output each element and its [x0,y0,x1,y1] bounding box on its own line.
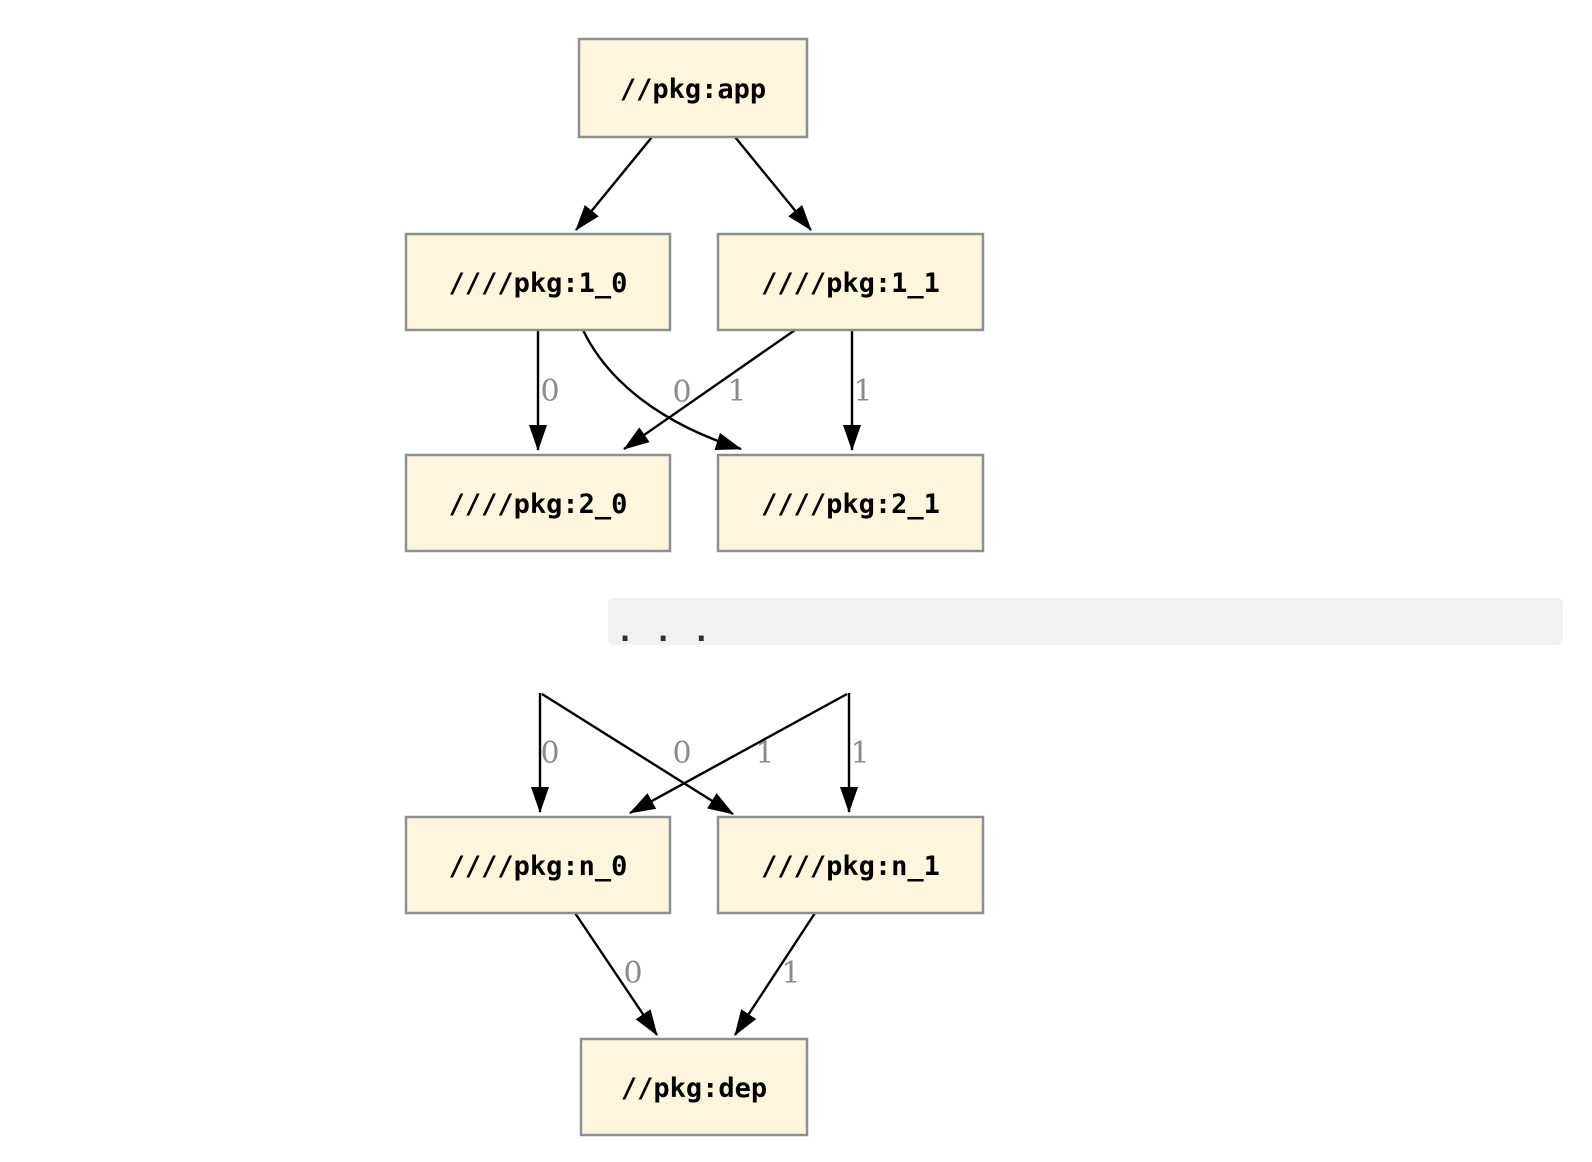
node-app-label: //pkg:app [620,74,766,105]
node-n_1-box [716,815,985,915]
edge-...-to-n_0 [629,692,848,815]
edge-label-n_1-to-dep: 1 [781,956,800,991]
node-1_1: ////pkg:1_1 [716,232,985,332]
edge-label-1_1-to-2_0: 1 [727,374,746,409]
edge-app-to-1_1 [734,136,812,231]
node-app-box [577,37,809,139]
edge-label-n_0-to-dep: 0 [623,956,642,991]
nodes-layer: //pkg:app ////pkg:1_0 ////pkg:1_1 ////pkg:2… [404,37,985,1137]
edge-label-...-to-n_1: 1 [850,736,869,771]
edge-label-...-to-n_0: 0 [540,736,559,771]
node-n_0-box [404,815,672,915]
node-n_1: ////pkg:n_1 [716,815,985,915]
node-2_0-box [404,453,672,553]
node-n_1-label: ////pkg:n_1 [761,851,940,882]
edge-label-...-to-n_1: 0 [672,736,691,771]
node-1_1-box [716,232,985,332]
edge-...-to-n_1 [541,692,734,816]
node-2_1-box [716,453,985,553]
edge-label-1_0-to-2_0: 0 [540,374,559,409]
ellipsis-text: . . . [616,614,711,649]
separator-band [608,598,1563,645]
node-2_1: ////pkg:2_1 [716,453,985,553]
node-1_1-label: ////pkg:1_1 [761,268,940,299]
node-dep: //pkg:dep [579,1037,809,1137]
node-dep-label: //pkg:dep [621,1073,767,1104]
node-2_0: ////pkg:2_0 [404,453,672,553]
node-2_1-label: ////pkg:2_1 [761,489,940,520]
edge-n_1-to-dep [733,912,817,1036]
node-1_0-box [404,232,672,332]
edges-layer: 0 0 1 1 0 0 1 1 0 1 [529,136,873,1036]
node-n_0-label: ////pkg:n_0 [449,851,628,882]
edge-1_0-to-2_1 [581,329,742,451]
edge-label-1_0-to-2_1: 0 [672,375,691,410]
edge-n_0-to-dep [574,912,658,1036]
node-app: //pkg:app [577,37,809,139]
edge-label-1_1-to-2_1: 1 [853,374,872,409]
node-1_0-label: ////pkg:1_0 [449,268,628,299]
node-dep-box [579,1037,809,1137]
edge-app-to-1_0 [575,136,653,231]
edge-1_1-to-2_0 [623,329,796,450]
node-1_0: ////pkg:1_0 [404,232,672,332]
edge-label-...-to-n_0: 1 [755,736,774,771]
separator: . . . [608,598,1563,649]
node-n_0: ////pkg:n_0 [404,815,672,915]
node-2_0-label: ////pkg:2_0 [449,489,628,520]
